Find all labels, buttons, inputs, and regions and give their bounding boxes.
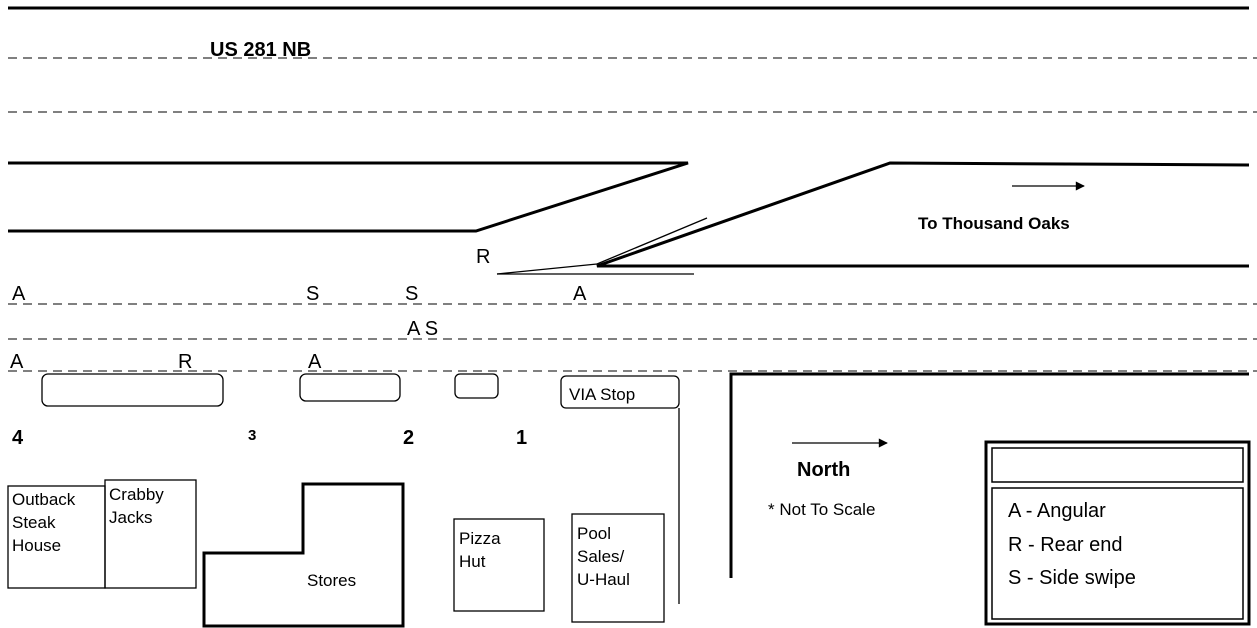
legend-body-box <box>991 487 1244 620</box>
building-outback-label: Outback Steak House <box>12 490 80 555</box>
legend-item-rear-end: R - Rear end <box>1008 534 1123 556</box>
crash-marker-angular-sideswipe: A S <box>407 318 438 340</box>
crash-marker-rear-end: R <box>476 246 490 268</box>
median-left-edge <box>8 161 689 233</box>
crash-marker-angular: A <box>573 283 587 305</box>
building-pool-sales-label: Pool Sales/ U-Haul <box>577 524 630 589</box>
legend-frame <box>984 440 1251 626</box>
building-pizza-hut-label: Pizza Hut <box>459 529 505 571</box>
building-stores-label: Stores <box>307 571 356 590</box>
crash-marker-angular: A <box>10 351 24 373</box>
island-3 <box>454 373 499 399</box>
crash-marker-angular: A <box>308 351 322 373</box>
ramp-line-1 <box>596 217 708 265</box>
building-pizza-hut <box>453 518 545 612</box>
building-stores <box>202 482 405 628</box>
road-name-label: US 281 NB <box>210 39 311 61</box>
crash-marker-rear-end: R <box>178 351 192 373</box>
legend-item-side-swipe: S - Side swipe <box>1008 567 1136 589</box>
ramp-line-2 <box>496 263 598 275</box>
island-1 <box>41 373 224 407</box>
driveway-number: 4 <box>12 427 24 449</box>
via-stop-box <box>560 375 680 409</box>
crash-marker-sideswipe: S <box>306 283 319 305</box>
via-stop-label: VIA Stop <box>569 385 635 404</box>
legend-title-box <box>991 447 1244 483</box>
crash-marker-sideswipe: S <box>405 283 418 305</box>
median-right-edge <box>596 161 1250 268</box>
cross-street-edge <box>729 372 1249 578</box>
north-label: North <box>797 459 850 481</box>
legend-item-angular: A - Angular <box>1008 500 1106 522</box>
scale-note: * Not To Scale <box>768 500 875 519</box>
driveway-number: 3 <box>248 427 256 444</box>
driveway-number: 2 <box>403 427 414 449</box>
driveway-number: 1 <box>516 427 527 449</box>
direction-label: To Thousand Oaks <box>918 214 1070 233</box>
building-pool-sales <box>571 513 665 623</box>
island-2 <box>299 373 401 402</box>
building-crabby-jacks-label: Crabby Jacks <box>109 485 169 527</box>
building-crabby-jacks <box>104 479 197 589</box>
crash-marker-angular: A <box>12 283 26 305</box>
